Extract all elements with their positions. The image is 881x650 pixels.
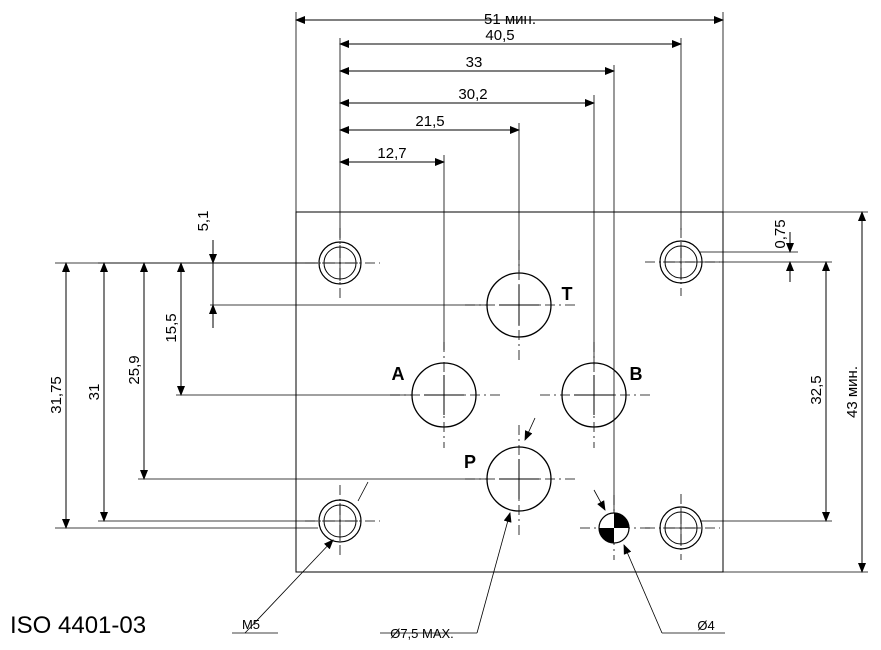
dim-label-15-5: 15,5 bbox=[163, 313, 180, 342]
plate-outline bbox=[295, 211, 724, 573]
port-t-circle bbox=[486, 272, 552, 338]
mounting-hole-top-left bbox=[318, 241, 362, 285]
extension-lines bbox=[55, 12, 868, 573]
dim-label-12-7: 12,7 bbox=[377, 145, 406, 162]
dim-label-31-75: 31,75 bbox=[48, 376, 65, 414]
port-label-t: T bbox=[562, 284, 573, 304]
dim-label-33: 33 bbox=[466, 54, 483, 71]
dim-label-25-9: 25,9 bbox=[126, 355, 143, 384]
port-label-b: B bbox=[630, 364, 643, 384]
leader-port-diameter bbox=[476, 512, 512, 634]
dim-label-51-min: 51 мин. bbox=[484, 11, 536, 28]
dim-label-32-5: 32,5 bbox=[808, 375, 825, 404]
port-label-a: A bbox=[392, 364, 405, 384]
leader-m5 bbox=[244, 539, 334, 634]
port-b-circle bbox=[561, 362, 627, 428]
dim-label-0-75: 0,75 bbox=[772, 219, 789, 248]
dim-label-21-5: 21,5 bbox=[415, 113, 444, 130]
dim-label-43-min: 43 мин. bbox=[844, 366, 861, 418]
mounting-hole-bottom-left bbox=[318, 499, 362, 543]
callout-pin-diameter: Ø4 bbox=[697, 618, 714, 633]
port-p-circle bbox=[486, 446, 552, 512]
dim-label-30-2: 30,2 bbox=[458, 86, 487, 103]
callout-m5: M5 bbox=[242, 617, 260, 632]
port-a-circle bbox=[411, 362, 477, 428]
leader-pin-diameter bbox=[623, 544, 663, 634]
standard-title: ISO 4401-03 bbox=[10, 612, 146, 639]
dim-label-40-5: 40,5 bbox=[485, 27, 514, 44]
locating-pin-symbol bbox=[598, 512, 630, 544]
port-label-p: P bbox=[464, 452, 476, 472]
mounting-hole-top-right bbox=[659, 240, 703, 284]
callout-port-diameter: Ø7,5 MAX. bbox=[390, 626, 454, 641]
mounting-hole-bottom-right bbox=[659, 506, 703, 550]
dim-label-31: 31 bbox=[86, 384, 103, 401]
dim-label-5-1: 5,1 bbox=[195, 211, 212, 232]
leader-lines bbox=[232, 417, 725, 634]
horizontal-dimension-lines bbox=[295, 16, 724, 166]
vertical-dimension-lines bbox=[62, 211, 866, 573]
